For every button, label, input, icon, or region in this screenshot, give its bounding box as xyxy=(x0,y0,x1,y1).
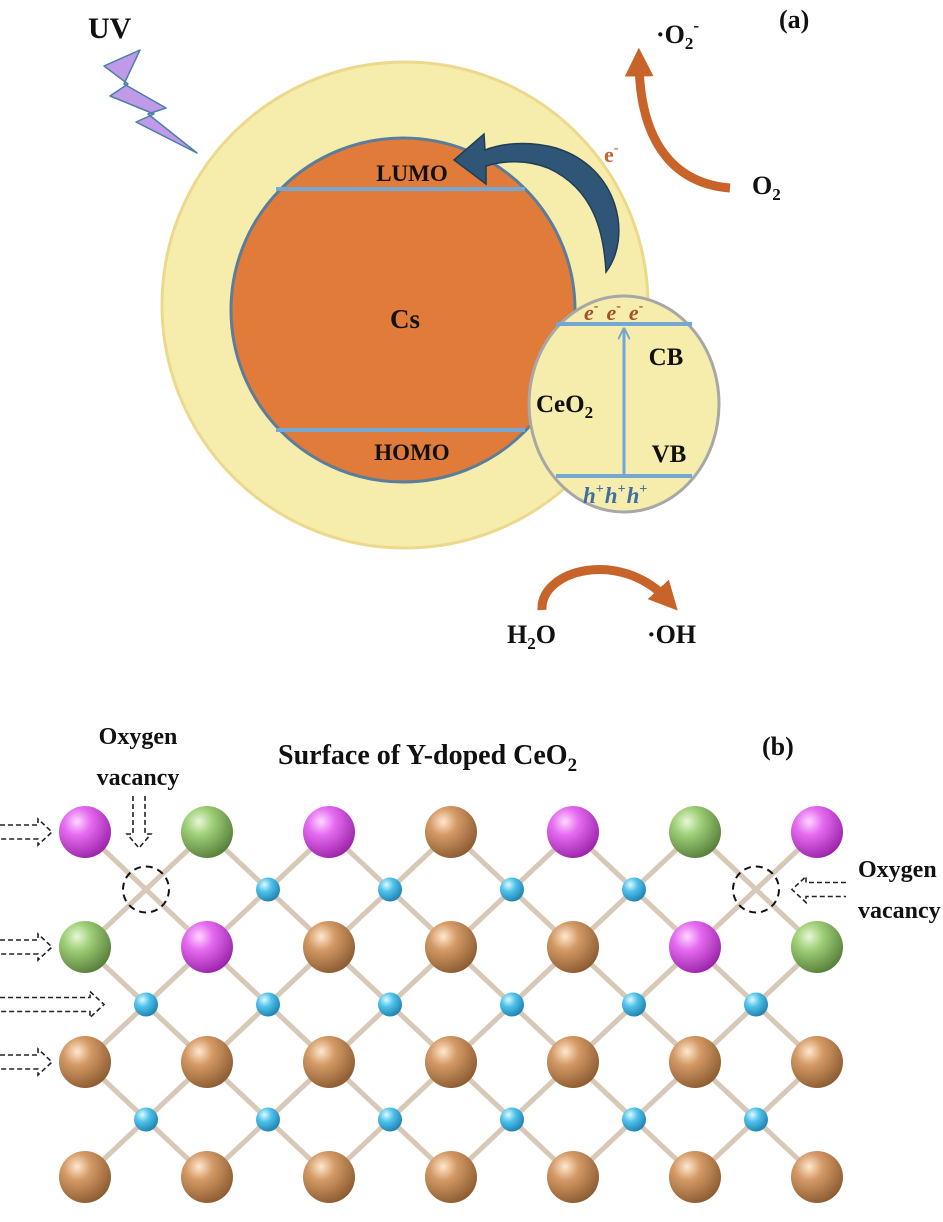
oxygen-atom xyxy=(378,877,402,902)
oxygen-vacancy-marker xyxy=(732,865,780,914)
green-cation-atom xyxy=(59,921,111,973)
row3-pointer-arrow xyxy=(0,1047,54,1077)
oxygen-atom xyxy=(622,1107,646,1132)
superoxide-label: ·O2- xyxy=(656,16,699,53)
vacancy-left-pointer-arrow xyxy=(125,796,153,850)
cb-label: CB xyxy=(649,344,684,371)
oxygen-atom xyxy=(744,992,768,1017)
superoxide-arrow xyxy=(624,47,731,193)
uv-label: UV xyxy=(88,12,132,45)
oxygen-atom xyxy=(500,992,524,1017)
magenta-cation-atom xyxy=(791,806,843,858)
brown-cation-atom xyxy=(425,1036,477,1088)
panel-b: (b) Surface of Y-doped CeO2 Oxygen vacan… xyxy=(0,724,941,1203)
bond-layer xyxy=(82,829,820,1180)
brown-cation-atom xyxy=(791,1151,843,1203)
magenta-cation-atom xyxy=(181,921,233,973)
oxygen-atom xyxy=(744,1107,768,1132)
brown-cation-atom xyxy=(547,921,599,973)
oxygen-vacancy-marker xyxy=(122,865,170,914)
oxygen-atom xyxy=(256,992,280,1017)
brown-cation-atom xyxy=(791,1036,843,1088)
brown-cation-atom xyxy=(669,1151,721,1203)
oxygen-atom xyxy=(134,992,158,1017)
brown-cation-atom xyxy=(547,1036,599,1088)
oxygen-atom xyxy=(378,1107,402,1132)
magenta-cation-atom xyxy=(59,806,111,858)
vacancy-left-line2: vacancy xyxy=(97,765,180,791)
row1-pointer-arrow xyxy=(0,817,54,847)
electron-label: e- xyxy=(604,141,619,167)
brown-cation-atom xyxy=(425,806,477,858)
hydroxyl-arrow xyxy=(537,565,678,611)
vacancy-right-line2: vacancy xyxy=(858,898,941,924)
oxygen-atom xyxy=(500,877,524,902)
brown-cation-atom xyxy=(303,921,355,973)
brown-cation-atom xyxy=(425,921,477,973)
brown-cation-atom xyxy=(425,1151,477,1203)
lumo-label: LUMO xyxy=(376,161,448,186)
oxygen-row-pointer-arrow xyxy=(0,989,106,1020)
oxygen-atom xyxy=(378,992,402,1017)
water-label: H2O xyxy=(507,620,556,653)
cb-electrons: e-e-e- xyxy=(584,299,644,325)
oxygen-atom xyxy=(134,1107,158,1132)
brown-cation-atom xyxy=(181,1036,233,1088)
vacancy-right-pointer-arrow xyxy=(790,874,846,905)
panel-b-title: Surface of Y-doped CeO2 xyxy=(278,740,577,776)
oxygen-atom xyxy=(256,1107,280,1132)
panel-a-tag: (a) xyxy=(779,5,809,34)
hydroxyl-label: ·OH xyxy=(647,620,696,649)
uv-lightning-icon xyxy=(103,49,198,154)
cation-layer xyxy=(59,806,843,1203)
brown-cation-atom xyxy=(59,1151,111,1203)
brown-cation-atom xyxy=(669,1036,721,1088)
brown-cation-atom xyxy=(303,1151,355,1203)
homo-label: HOMO xyxy=(374,440,449,465)
magenta-cation-atom xyxy=(547,806,599,858)
green-cation-atom xyxy=(791,921,843,973)
row2-pointer-arrow xyxy=(0,932,54,962)
vacancy-left-line1: Oxygen xyxy=(99,724,178,750)
magenta-cation-atom xyxy=(669,921,721,973)
magenta-cation-atom xyxy=(303,806,355,858)
brown-cation-atom xyxy=(303,1036,355,1088)
cs-label: Cs xyxy=(390,304,420,334)
oxygen-atom xyxy=(256,877,280,902)
oxygen-atom xyxy=(622,877,646,902)
oxygen-label: O2 xyxy=(752,171,781,204)
oxygen-atom xyxy=(622,992,646,1017)
ceo2-label: CeO2 xyxy=(536,391,593,422)
oxygen-layer xyxy=(122,865,780,1132)
vb-holes: h+h+h+ xyxy=(583,482,647,508)
green-cation-atom xyxy=(669,806,721,858)
lattice xyxy=(59,806,843,1203)
brown-cation-atom xyxy=(59,1036,111,1088)
brown-cation-atom xyxy=(547,1151,599,1203)
green-cation-atom xyxy=(181,806,233,858)
vacancy-right-line1: Oxygen xyxy=(858,857,937,883)
layer-pointers xyxy=(0,796,846,1077)
panel-b-tag: (b) xyxy=(762,732,794,761)
vb-label: VB xyxy=(652,441,687,468)
brown-cation-atom xyxy=(181,1151,233,1203)
electron-transfer-arrow xyxy=(452,132,620,275)
oxygen-atom xyxy=(500,1107,524,1132)
panel-a: (a) UV LUMO HOMO Cs e-e-e- CB VB CeO2 h+… xyxy=(88,5,809,653)
